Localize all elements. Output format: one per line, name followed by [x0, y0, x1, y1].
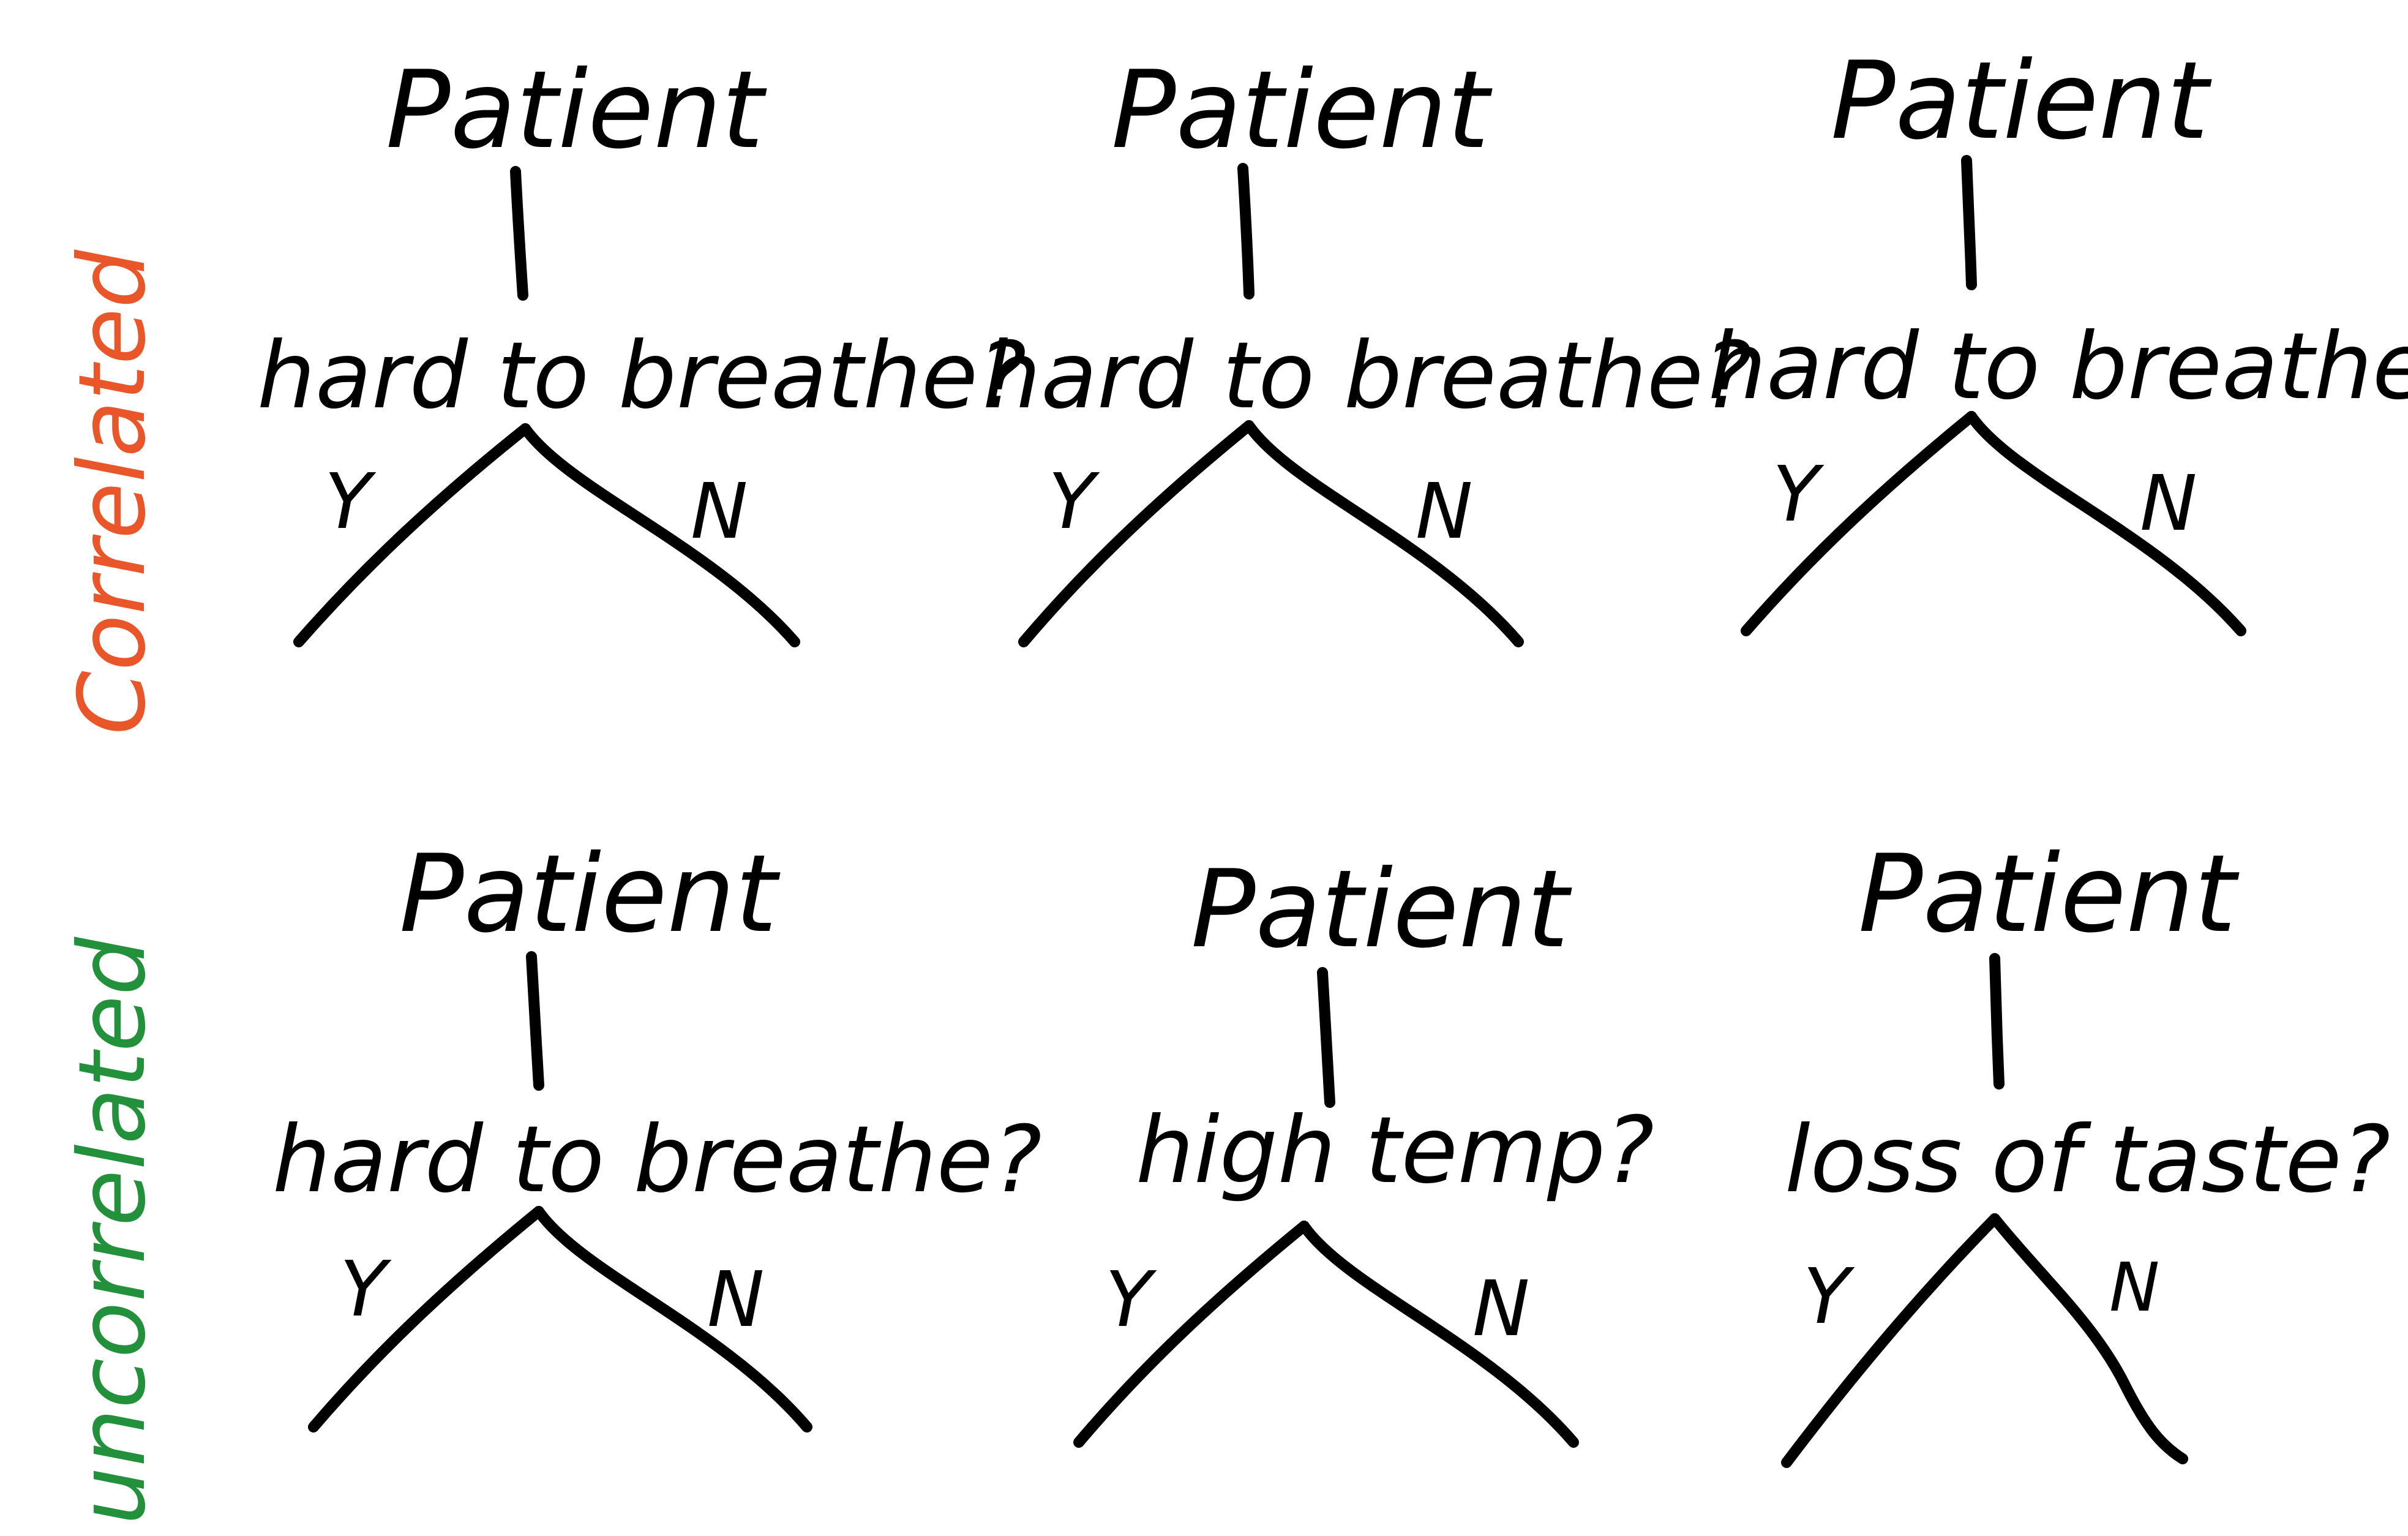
- tree-1-no-label: N: [691, 467, 748, 556]
- tree-6: Patient loss of taste? Y N: [1781, 832, 2390, 1468]
- tree-1-yes-edge: [293, 423, 531, 647]
- tree-3-root-edge: [1961, 155, 1977, 290]
- tree-2-yes-edge: [1018, 420, 1255, 647]
- tree-6-question-label: loss of taste?: [1785, 1107, 2390, 1213]
- tree-5-root-label: Patient: [1191, 848, 1572, 972]
- tree-4-root-label: Patient: [399, 832, 781, 957]
- tree-5: Patient high temp? Y N: [1073, 848, 1654, 1448]
- tree-5-question-label: high temp?: [1136, 1097, 1654, 1204]
- tree-3-no-label: N: [2140, 459, 2197, 548]
- tree-4-yes-label: Y: [340, 1245, 392, 1334]
- tree-1-root-edge: [510, 166, 528, 301]
- tree-2-root-edge: [1237, 163, 1255, 299]
- row-label-correlated: Correlated: [59, 249, 166, 735]
- tree-4-question-label: hard to breathe?: [272, 1107, 1042, 1213]
- tree-3-yes-edge: [1741, 411, 1977, 636]
- tree-2-yes-label: Y: [1048, 457, 1100, 546]
- tree-4-no-label: N: [707, 1256, 765, 1344]
- tree-5-root-edge: [1317, 967, 1335, 1108]
- tree-6-root-label: Patient: [1858, 832, 2240, 957]
- tree-3: Patient hard to breathe? Y N: [1708, 39, 2408, 636]
- tree-6-root-edge: [1989, 953, 2005, 1090]
- tree-2-no-edge: [1243, 420, 1524, 647]
- tree-6-no-edge: [1989, 1213, 2188, 1464]
- tree-6-yes-label: Y: [1803, 1252, 1855, 1341]
- tree-6-no-label: N: [2109, 1248, 2159, 1327]
- tree-3-root-label: Patient: [1831, 39, 2212, 164]
- tree-5-yes-edge: [1073, 1221, 1310, 1448]
- tree-1: Patient hard to breathe? Y N: [257, 48, 1027, 647]
- tree-5-no-label: N: [1472, 1265, 1530, 1353]
- tree-5-no-edge: [1299, 1221, 1579, 1448]
- tree-4-yes-edge: [308, 1206, 544, 1432]
- tree-1-question-label: hard to breathe?: [257, 323, 1027, 429]
- tree-6-yes-edge: [1781, 1213, 2000, 1468]
- tree-2-root-label: Patient: [1111, 48, 1493, 173]
- tree-4-no-edge: [533, 1206, 812, 1432]
- tree-3-question-label: hard to breathe?: [1708, 314, 2408, 420]
- tree-2: Patient hard to breathe? Y N: [983, 48, 1752, 647]
- tree-2-question-label: hard to breathe?: [983, 323, 1752, 429]
- tree-4: Patient hard to breathe? Y N: [272, 832, 1042, 1432]
- tree-3-no-edge: [1966, 411, 2246, 636]
- tree-1-no-edge: [520, 423, 800, 647]
- tree-3-yes-label: Y: [1772, 450, 1825, 539]
- tree-4-root-edge: [526, 951, 544, 1091]
- tree-5-yes-label: Y: [1105, 1256, 1157, 1344]
- row-label-uncorrelated: uncorrelated: [59, 936, 166, 1525]
- tree-2-no-label: N: [1416, 467, 1473, 556]
- tree-1-yes-label: Y: [324, 457, 377, 546]
- tree-1-root-label: Patient: [386, 48, 767, 173]
